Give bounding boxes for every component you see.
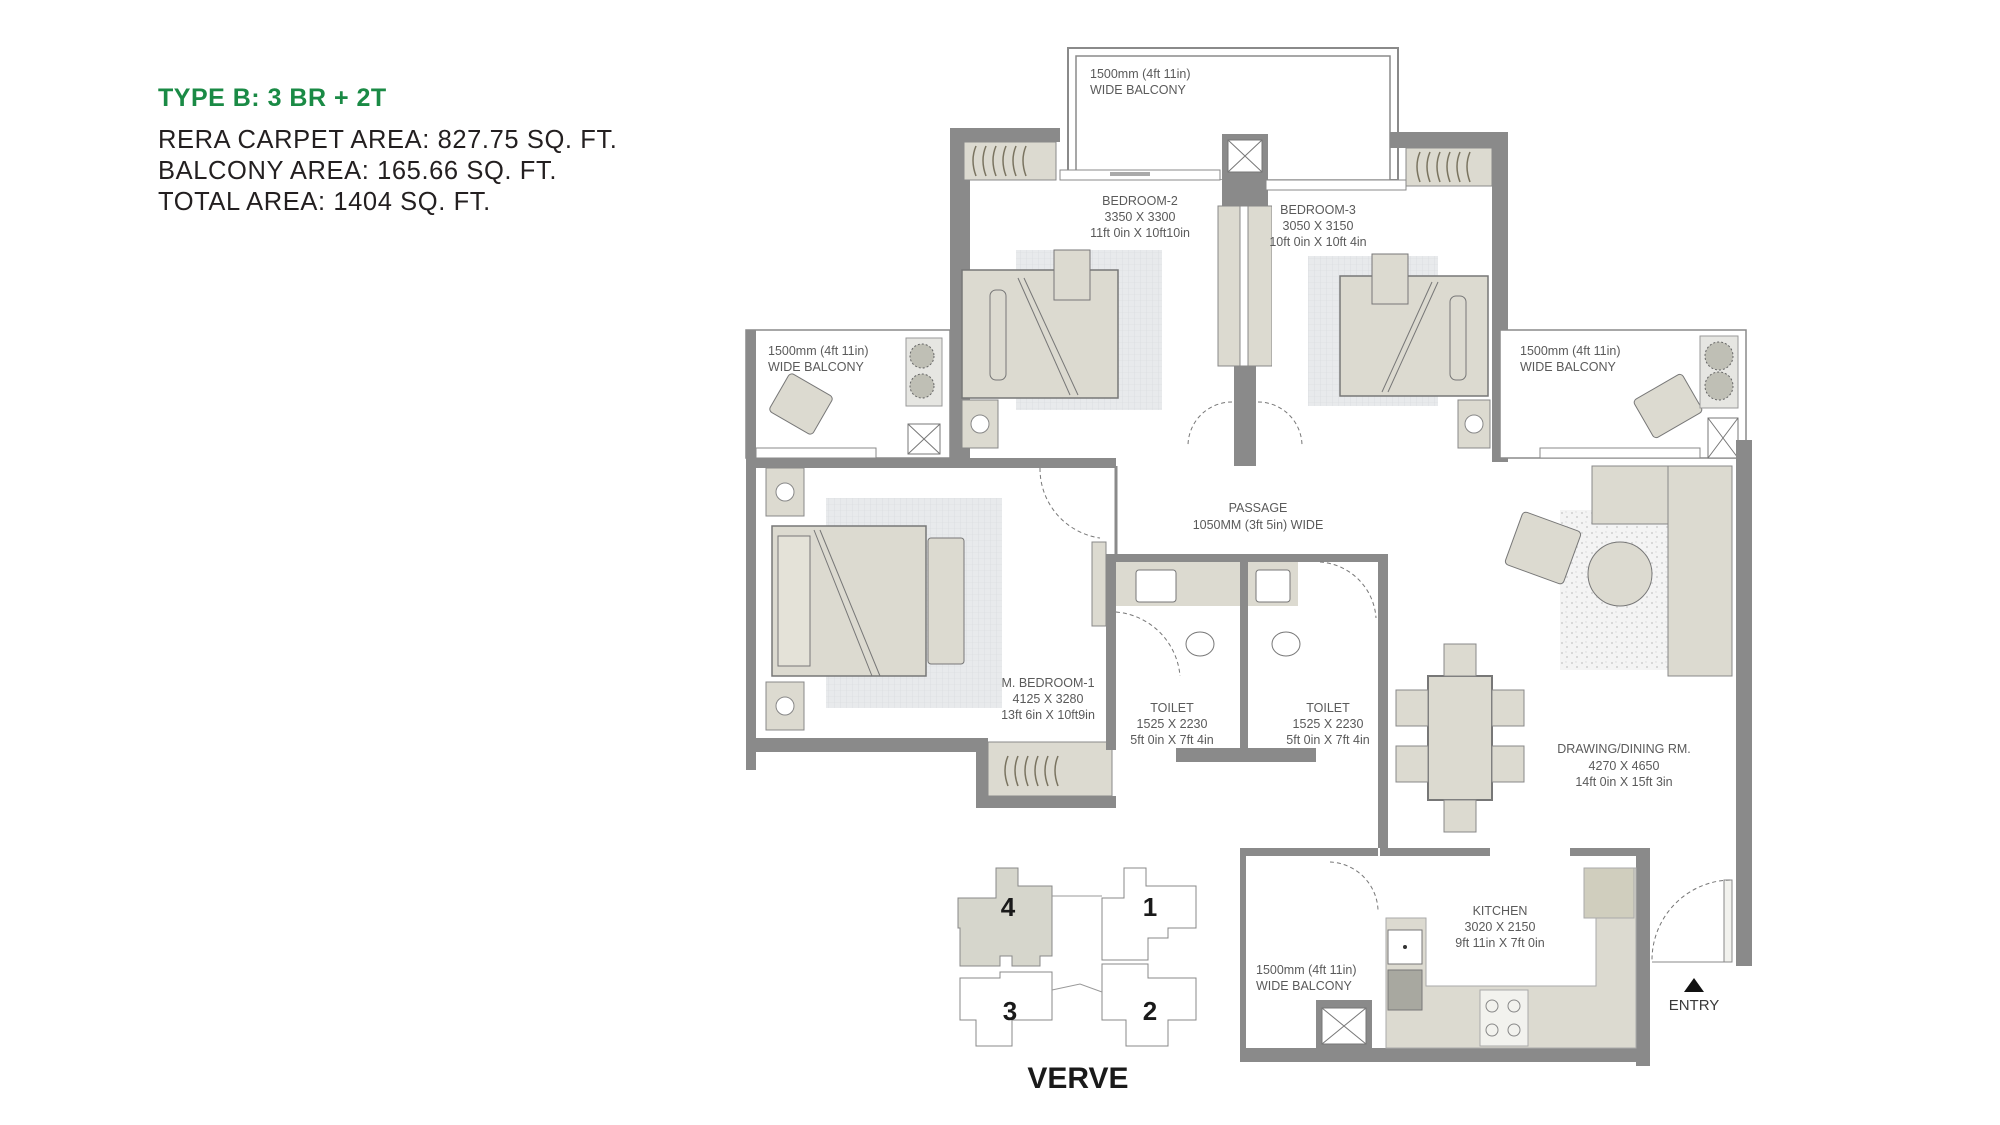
kitchen-dim-mm: 3020 X 2150 [1465,920,1536,934]
unit-type-title: TYPE B: 3 BR + 2T [158,84,387,112]
bedroom-2-name: BEDROOM-2 [1102,194,1178,208]
bedroom-2-dim-mm: 3350 X 3300 [1105,210,1176,224]
bedroom-3-dim-mm: 3050 X 3150 [1283,219,1354,233]
toilet-2-dim-ft: 5ft 0in X 7ft 4in [1286,733,1369,747]
entry-label: ENTRY [1669,997,1720,1014]
entry-arrow-icon [1684,978,1704,992]
balcony-area: BALCONY AREA: 165.66 SQ. FT. [158,157,558,185]
tower-3 [959,971,1053,1047]
toilet-2-dim-mm: 1525 X 2230 [1293,717,1364,731]
room-bedroom-3: BEDROOM-3 3050 X 3150 10ft 0in X 10ft 4i… [1265,132,1508,462]
passage-width: 1050MM (3ft 5in) WIDE [1193,518,1324,532]
rera-carpet-area: RERA CARPET AREA: 827.75 SQ. FT. [158,126,618,154]
drawing-dining-name: DRAWING/DINING RM. [1557,742,1691,756]
room-bedroom-2: BEDROOM-2 3350 X 3300 11ft 0in X 10ft10i… [950,128,1222,460]
toilets: TOILET 1525 X 2230 5ft 0in X 7ft 4in TOI… [1091,541,1388,854]
balcony-left-label: WIDE BALCONY [768,360,865,374]
balcony-top-dim: 1500mm (4ft 11in) [1090,67,1191,81]
drawing-dining-dim-mm: 4270 X 4650 [1589,759,1660,773]
room-passage: PASSAGE 1050MM (3ft 5in) WIDE [1114,466,1386,554]
tower-3-number: 3 [1003,996,1017,1026]
unit-info-panel: TYPE B: 3 BR + 2T RERA CARPET AREA: 827.… [158,84,618,218]
balcony-right: 1500mm (4ft 11in) WIDE BALCONY [1499,329,1747,459]
entry-door: ENTRY [1651,879,1733,1014]
balcony-kitchen-dim: 1500mm (4ft 11in) [1256,963,1357,977]
balcony-kitchen: 1500mm (4ft 11in) WIDE BALCONY [1240,848,1390,1066]
balcony-left-dim: 1500mm (4ft 11in) [768,344,869,358]
toilet-1-dim-ft: 5ft 0in X 7ft 4in [1130,733,1213,747]
room-master-bedroom: M. BEDROOM-1 4125 X 3280 13ft 6in X 10ft… [746,458,1116,808]
balcony-right-dim: 1500mm (4ft 11in) [1520,344,1621,358]
toilet-1-dim-mm: 1525 X 2230 [1137,717,1208,731]
bedroom-2-dim-ft: 11ft 0in X 10ft10in [1090,226,1190,240]
room-drawing-dining: DRAWING/DINING RM. 4270 X 4650 14ft 0in … [1388,440,1752,966]
toilet-1-name: TOILET [1150,701,1194,715]
kitchen-name: KITCHEN [1473,904,1528,918]
bedroom-3-name: BEDROOM-3 [1280,203,1356,217]
room-kitchen: KITCHEN 3020 X 2150 9ft 11in X 7ft 0in [1380,848,1650,1066]
key-plan: 4 1 3 2 VERVE [957,867,1197,1095]
kitchen-dim-ft: 9ft 11in X 7ft 0in [1455,936,1544,950]
toilet-2-name: TOILET [1306,701,1350,715]
tower-1 [1101,867,1197,961]
master-bedroom-dim-mm: 4125 X 3280 [1013,692,1084,706]
bedroom-3-dim-ft: 10ft 0in X 10ft 4in [1269,235,1366,249]
tower-1-number: 1 [1143,892,1157,922]
balcony-left: 1500mm (4ft 11in) WIDE BALCONY [745,329,951,770]
master-bedroom-dim-ft: 13ft 6in X 10ft9in [1001,708,1095,722]
shaft [1217,134,1273,466]
tower-4-highlighted [957,867,1053,967]
master-bedroom-name: M. BEDROOM-1 [1001,676,1094,690]
balcony-right-label: WIDE BALCONY [1520,360,1617,374]
tower-4-number: 4 [1001,892,1016,922]
passage-name: PASSAGE [1229,501,1288,515]
balcony-top-label: WIDE BALCONY [1090,83,1187,97]
tower-2 [1101,963,1197,1047]
bedroom-doors [1187,401,1303,447]
balcony-kitchen-label: WIDE BALCONY [1256,979,1353,993]
tower-2-number: 2 [1143,996,1157,1026]
tower-cluster-name: VERVE [1027,1062,1128,1095]
total-area: TOTAL AREA: 1404 SQ. FT. [158,188,491,216]
drawing-dining-dim-ft: 14ft 0in X 15ft 3in [1575,775,1672,789]
